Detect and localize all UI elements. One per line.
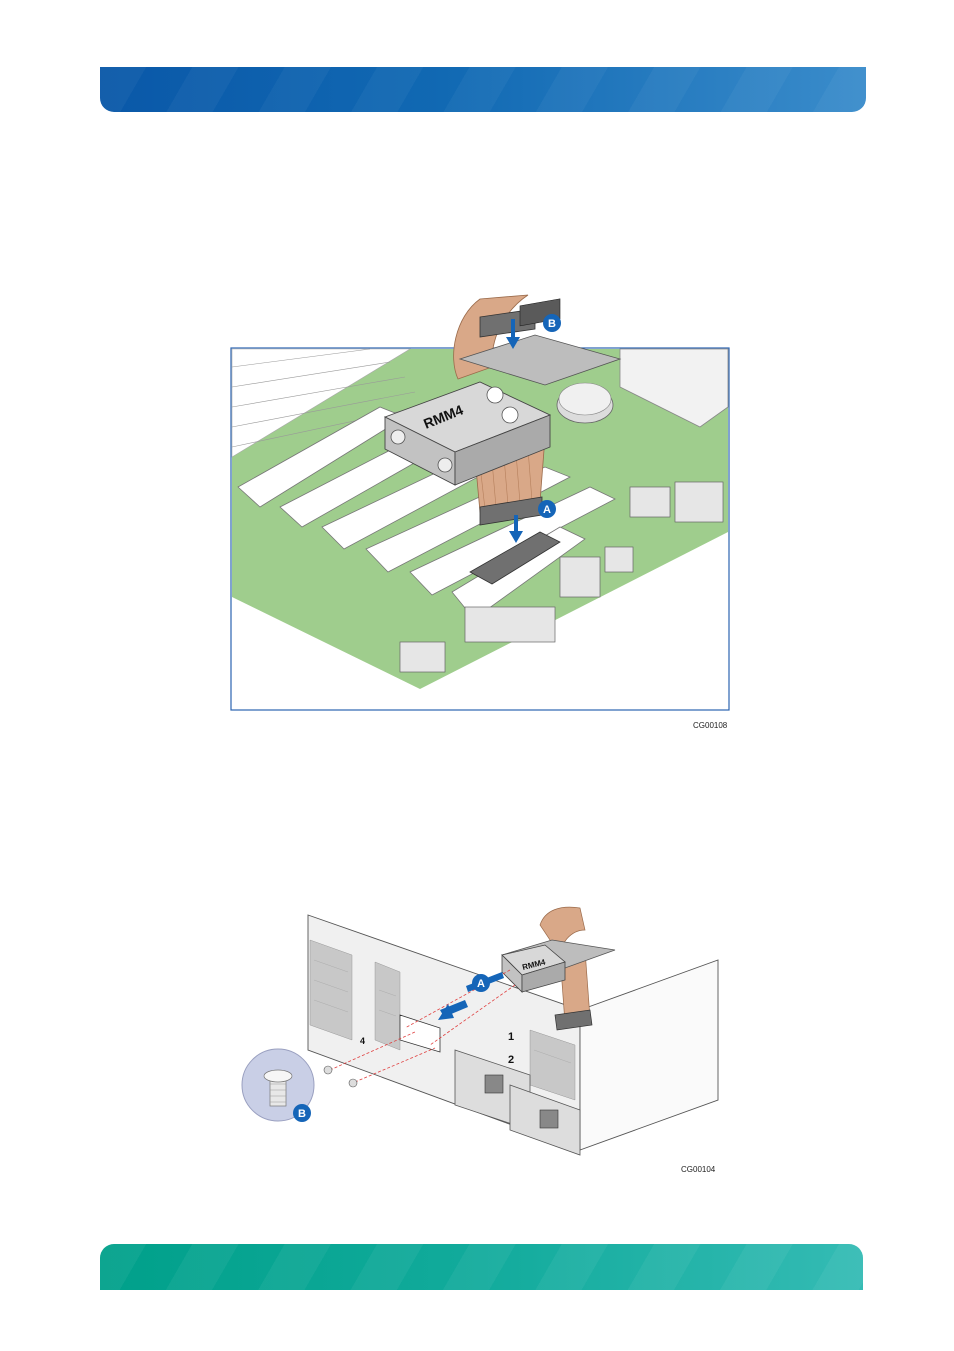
- screw-icon: [487, 387, 503, 403]
- header-bar: [100, 67, 866, 112]
- footer-bar: [100, 1244, 863, 1290]
- svg-text:B: B: [548, 318, 556, 330]
- slot-label-4: 4: [360, 1036, 365, 1046]
- svg-text:A: A: [543, 504, 551, 516]
- callout-a: A: [538, 500, 556, 518]
- svg-text:A: A: [477, 978, 485, 990]
- chassis-side: [580, 960, 718, 1150]
- callout-a: A: [472, 974, 490, 992]
- slot-label-1: 1: [508, 1031, 514, 1043]
- svg-text:B: B: [298, 1108, 306, 1120]
- rmm4-chassis-illustration: 1 2 4 RMM4 A: [240, 900, 720, 1180]
- screw-icon: [502, 407, 518, 423]
- figure-code: CG00104: [681, 1165, 715, 1174]
- figure-rmm4-install-chassis: 1 2 4 RMM4 A: [240, 900, 720, 1180]
- callout-b: B: [543, 314, 561, 332]
- rmm4-board-illustration: RMM4 B A: [230, 287, 734, 732]
- figure-rmm4-install-board: RMM4 B A: [230, 287, 734, 732]
- screw-detail-bubble: B: [242, 1049, 314, 1122]
- slot-label-2: 2: [508, 1054, 514, 1066]
- screws: [324, 1066, 357, 1087]
- figure-code: CG00108: [693, 721, 727, 730]
